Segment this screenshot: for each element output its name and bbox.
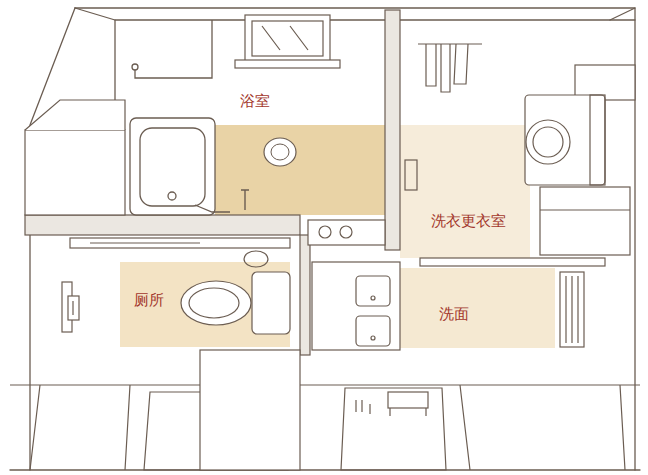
illustration-rect: [25, 215, 300, 235]
illustration-rect: [140, 128, 205, 206]
illustration-ellipse: [189, 288, 239, 318]
illustration-rect: [252, 21, 323, 56]
illustration-rect: [385, 10, 400, 250]
window: [235, 15, 340, 68]
illustration-path: [418, 43, 482, 44]
illustration-rect: [25, 130, 125, 215]
illustration-rect: [356, 316, 390, 346]
illustration-path: [460, 385, 625, 470]
illustration-path: [75, 8, 635, 470]
illustration-path: [356, 400, 370, 414]
walls: [10, 8, 640, 470]
illustration-path: [75, 8, 115, 118]
washbasin: [308, 220, 400, 350]
illustration-path: [262, 26, 308, 50]
illustration-rect: [252, 272, 290, 334]
illustration-path: [25, 100, 125, 130]
illustration-path: [135, 20, 212, 78]
partitions: [25, 10, 400, 355]
illustration-path: [610, 8, 635, 20]
room-floor: 洗面: [400, 268, 555, 348]
illustration-path: [390, 408, 426, 416]
illustration-circle: [533, 127, 563, 157]
illustration-ellipse: [181, 281, 251, 325]
illustration-rect: [130, 118, 215, 215]
illustration-path: [10, 469, 640, 470]
illustration-rect: [200, 350, 300, 470]
illustration-rect: [62, 282, 72, 332]
illustration-path: [195, 205, 230, 212]
illustration-path: [341, 388, 446, 470]
illustration-path: [144, 392, 288, 470]
illustration-rect: [525, 95, 605, 185]
illustration-rect: [560, 272, 584, 347]
illustration-rect: [590, 95, 605, 185]
illustration-path: [540, 209, 630, 210]
room-label: 洗衣更衣室: [431, 212, 506, 230]
illustration-rect: [420, 258, 605, 266]
illustration-path: [566, 276, 578, 343]
illustration-path: [10, 384, 640, 385]
illustration-rect: [540, 187, 630, 255]
room-label: 厕所: [134, 291, 164, 309]
room-label: 浴室: [240, 92, 270, 110]
drain-cover: [264, 138, 296, 166]
illustration-rect: [300, 235, 310, 355]
illustration-path: [30, 385, 130, 470]
illustration-rect: [70, 238, 290, 248]
illustration-path: [30, 8, 75, 470]
illustration-rect: [245, 15, 330, 62]
floor-drain: [215, 125, 385, 215]
room-floor: 洗衣更衣室: [400, 125, 530, 258]
illustration-path: [115, 19, 385, 20]
illustration-rect: [356, 276, 390, 306]
illustration-ellipse: [244, 251, 268, 267]
illustration-rect: [405, 160, 417, 190]
room-floor: 浴室: [215, 125, 385, 215]
illustration-path: [441, 44, 450, 92]
illustration-circle: [371, 336, 375, 340]
room-floor: 厕所: [120, 262, 290, 347]
illustration-path: [400, 19, 635, 20]
laundry: [405, 44, 635, 347]
illustration-circle: [340, 226, 352, 238]
illustration-rect: [235, 60, 340, 68]
illustration-rect: [68, 296, 79, 320]
illustration-path: [426, 44, 436, 86]
illustration-circle: [319, 226, 331, 238]
illustration-circle: [132, 64, 138, 70]
illustration-path: [72, 301, 73, 315]
illustration-rect: [308, 220, 385, 245]
illustration-circle: [526, 120, 570, 164]
illustration-circle: [371, 296, 375, 300]
illustration-path: [454, 44, 468, 84]
illustration-path: [90, 242, 200, 243]
illustration-rect: [575, 65, 635, 100]
illustration-circle: [168, 192, 176, 200]
illustration-rect: [312, 262, 400, 350]
room-label: 洗面: [439, 305, 469, 323]
drain-ring: [271, 144, 289, 160]
bathtub: [130, 20, 230, 215]
tap-handle: [241, 190, 249, 210]
toilet: [62, 238, 290, 334]
illustration-rect: [388, 392, 428, 408]
floor-mats: [10, 350, 640, 470]
